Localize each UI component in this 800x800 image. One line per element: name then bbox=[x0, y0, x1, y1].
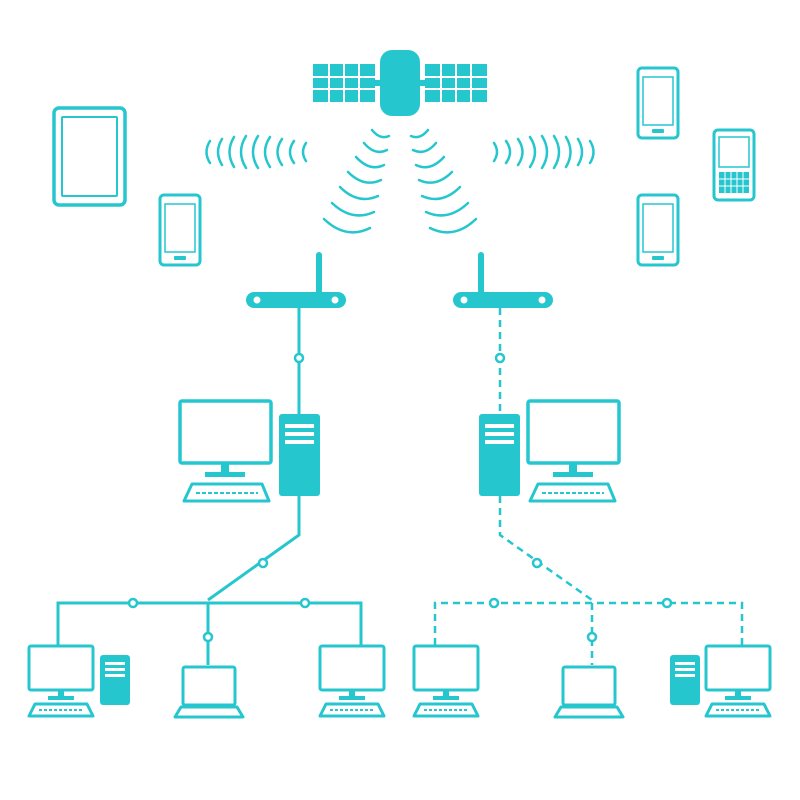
smartphone-icon bbox=[636, 193, 680, 267]
wireless-signal-left bbox=[205, 134, 308, 170]
wireless-signal-down-left bbox=[322, 128, 391, 234]
smartphone-icon bbox=[158, 193, 202, 267]
monitor-icon bbox=[412, 644, 480, 718]
solar-panel-left bbox=[313, 64, 382, 102]
smartphone-icon bbox=[636, 66, 680, 140]
desktop-computer-icon bbox=[178, 399, 320, 503]
keyboard-phone-icon bbox=[712, 128, 756, 202]
tablet-icon bbox=[52, 106, 127, 207]
desktop-computer-icon bbox=[670, 644, 772, 718]
wireless-signal-right bbox=[492, 134, 595, 170]
wireless-signal-down-right bbox=[409, 128, 478, 234]
connection-nodes-left bbox=[127, 352, 311, 643]
router-icon bbox=[453, 252, 553, 308]
desktop-computer-icon bbox=[479, 399, 621, 503]
solar-panel-right bbox=[418, 64, 487, 102]
laptop-icon bbox=[173, 665, 245, 719]
laptop-icon bbox=[553, 665, 625, 719]
connection-nodes-right bbox=[488, 352, 673, 643]
desktop-computer-icon bbox=[27, 644, 130, 718]
router-icon bbox=[246, 252, 346, 308]
satellite-icon bbox=[313, 50, 487, 116]
monitor-icon bbox=[318, 644, 386, 718]
